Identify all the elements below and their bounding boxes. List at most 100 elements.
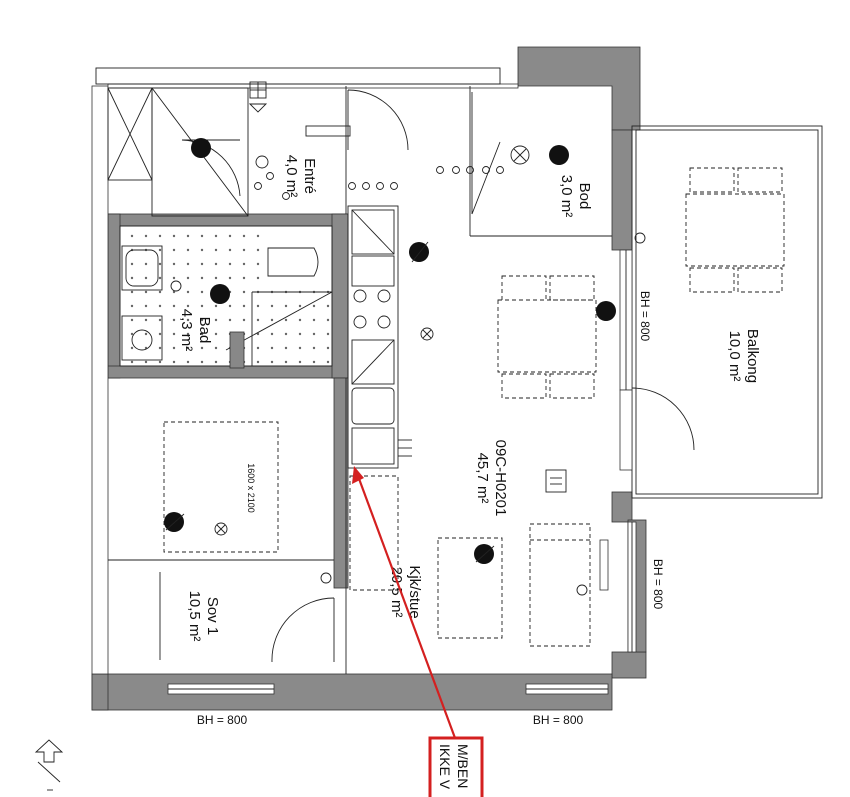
electrical-symbols <box>214 81 646 596</box>
tile-dot <box>312 332 316 336</box>
tile-dot <box>172 360 176 364</box>
tile-dot <box>144 318 148 322</box>
tile-dot <box>186 318 190 322</box>
tile-dot <box>284 332 288 336</box>
socket-icon <box>255 155 269 169</box>
tile-dot <box>158 346 162 350</box>
tile-dot <box>326 332 330 336</box>
ceiling-light-icon <box>549 145 569 165</box>
tile-dot <box>186 262 190 266</box>
tile-dot <box>186 290 190 294</box>
tile-dot <box>144 304 148 308</box>
tile-dot <box>298 332 302 336</box>
tile-dot <box>242 262 246 266</box>
tile-dot <box>200 360 204 364</box>
tile-dot <box>172 262 176 266</box>
tile-dot <box>284 304 288 308</box>
room-name-bod: Bod <box>576 183 593 210</box>
room-area-entre: 4,0 m² <box>283 155 300 198</box>
tile-dot <box>200 276 204 280</box>
bed-size-label: 1600 x 2100 <box>246 463 256 513</box>
unit-id: 09C-H0201 <box>492 440 509 517</box>
tile-dot <box>228 248 232 252</box>
tile-dot <box>270 360 274 364</box>
switch-icon <box>376 182 384 190</box>
switch-icon <box>282 192 290 200</box>
switch-icon <box>466 166 474 174</box>
tile-dot <box>326 304 330 308</box>
tile-dot <box>228 318 232 322</box>
tile-dot <box>214 248 218 252</box>
tile-dot <box>214 318 218 322</box>
tile-dot <box>130 304 134 308</box>
tile-dot <box>284 346 288 350</box>
tile-dot <box>298 360 302 364</box>
tile-dot <box>284 360 288 364</box>
tile-dot <box>228 304 232 308</box>
windows <box>167 249 637 695</box>
tile-dot <box>256 248 260 252</box>
room-name-balkong: Balkong <box>744 329 761 383</box>
annotation-line1: IKKE V <box>437 744 453 790</box>
tile-dot <box>144 262 148 266</box>
tile-dot <box>242 290 246 294</box>
room-name-bad: Bad <box>196 317 213 344</box>
tile-dot <box>256 346 260 350</box>
tile-dot <box>130 346 134 350</box>
tile-dot <box>200 304 204 308</box>
tile-dot <box>242 234 246 238</box>
tile-dot <box>270 346 274 350</box>
tile-dot <box>228 276 232 280</box>
switch-icon <box>266 172 274 180</box>
annotation-arrow <box>356 475 457 739</box>
annotation-box <box>428 736 484 797</box>
tile-dot <box>130 276 134 280</box>
ceiling-light-icon <box>596 301 616 321</box>
tile-dot <box>172 290 176 294</box>
socket-icon <box>214 522 228 536</box>
tile-dot <box>186 248 190 252</box>
tile-dot <box>130 234 134 238</box>
tile-dot <box>242 318 246 322</box>
switch-icon <box>496 166 504 174</box>
tile-dot <box>200 248 204 252</box>
room-area-sov: 10,5 m² <box>186 591 203 642</box>
tile-dot <box>256 318 260 322</box>
tile-dot <box>158 318 162 322</box>
tile-dot <box>172 276 176 280</box>
ceiling-light-icon <box>191 138 211 158</box>
tile-dot <box>312 346 316 350</box>
tile-dot <box>186 276 190 280</box>
tile-dot <box>214 332 218 336</box>
switch-icon <box>254 182 262 190</box>
tile-dot <box>256 360 260 364</box>
tile-dot <box>298 318 302 322</box>
north-arrow-icon <box>34 739 64 791</box>
tile-dot <box>130 290 134 294</box>
tile-dot <box>158 332 162 336</box>
annotation-line2: M/BEN <box>455 744 471 788</box>
partitions <box>108 86 612 674</box>
tile-dot <box>172 332 176 336</box>
tile-dot <box>130 262 134 266</box>
tile-dot <box>256 262 260 266</box>
tile-dot <box>256 304 260 308</box>
tile-dot <box>172 304 176 308</box>
tile-dot <box>144 360 148 364</box>
bathroom <box>119 225 333 369</box>
socket-icon <box>420 327 434 341</box>
tile-dot <box>158 276 162 280</box>
tile-dot <box>284 318 288 322</box>
room-name-sov: Sov 1 <box>204 597 221 635</box>
tile-dot <box>326 318 330 322</box>
tile-dot <box>298 346 302 350</box>
living-furniture <box>159 125 597 660</box>
switch-icon <box>452 166 460 174</box>
tile-dot <box>312 360 316 364</box>
window-height-labels: BH = 800 BH = 800 BH = 800 BH = 800 <box>197 291 665 727</box>
tile-dot <box>186 332 190 336</box>
tile-dot <box>312 318 316 322</box>
tile-dot <box>186 346 190 350</box>
room-area-bod: 3,0 m² <box>558 175 575 218</box>
